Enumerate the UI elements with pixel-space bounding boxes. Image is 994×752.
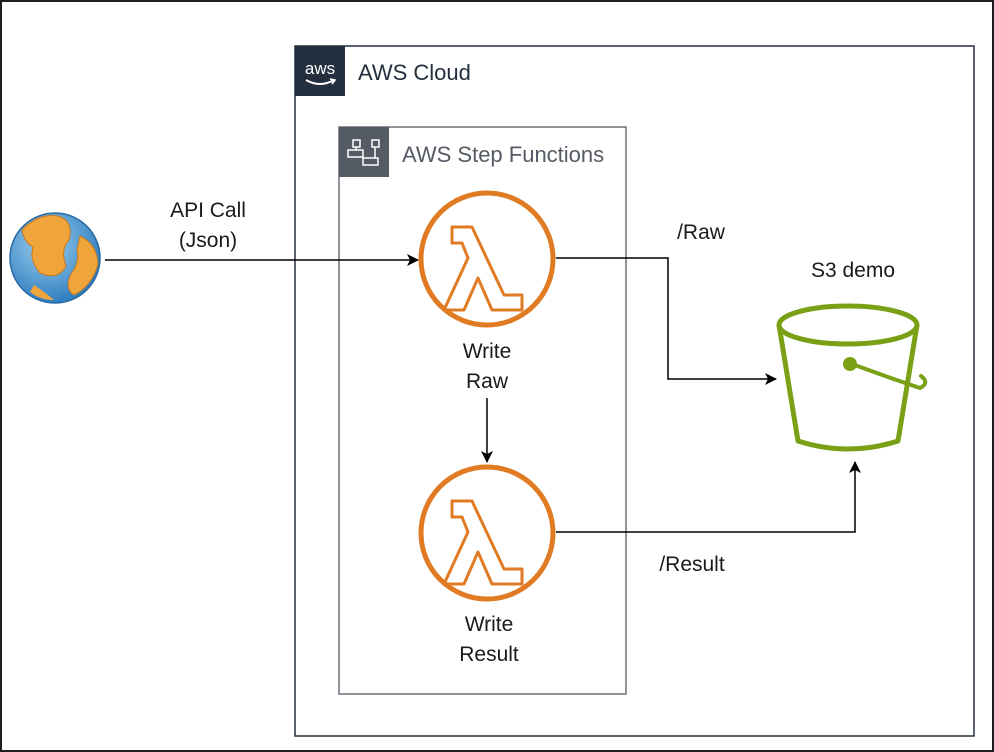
- lambda-icon: [418, 464, 556, 602]
- write-result-label-line2: Result: [459, 643, 519, 666]
- s3-bucket-icon: [776, 303, 928, 452]
- aws-cloud-group[interactable]: aws AWS Cloud: [294, 45, 975, 737]
- step-functions-icon: [339, 127, 389, 177]
- api-call-format-label: (Json): [179, 229, 237, 252]
- edges: [105, 254, 861, 533]
- edge-result-to-s3[interactable]: [556, 461, 861, 533]
- globe-icon: [9, 212, 101, 304]
- write-raw-node[interactable]: Write Raw: [418, 190, 556, 393]
- write-result-label-line1: Write: [465, 613, 514, 636]
- aws-cloud-label: AWS Cloud: [358, 60, 471, 85]
- edge-raw-to-s3[interactable]: [556, 257, 777, 385]
- aws-logo-text: aws: [305, 59, 335, 78]
- lambda-icon: [418, 190, 556, 328]
- raw-path-label: /Raw: [677, 221, 726, 244]
- step-functions-border: [338, 126, 627, 695]
- write-raw-label-line1: Write: [463, 340, 512, 363]
- api-call-label: API Call: [170, 199, 246, 222]
- result-path-label: /Result: [659, 553, 725, 576]
- client-node[interactable]: [9, 212, 101, 304]
- step-functions-group[interactable]: AWS Step Functions: [338, 126, 627, 695]
- write-raw-label-line2: Raw: [466, 370, 509, 393]
- aws-logo-icon: aws: [295, 46, 345, 96]
- aws-cloud-border: [294, 45, 975, 737]
- write-result-node[interactable]: Write Result: [418, 464, 556, 666]
- s3-bucket-label: S3 demo: [811, 259, 895, 282]
- step-functions-label: AWS Step Functions: [402, 142, 604, 167]
- s3-bucket-node[interactable]: S3 demo: [776, 259, 928, 452]
